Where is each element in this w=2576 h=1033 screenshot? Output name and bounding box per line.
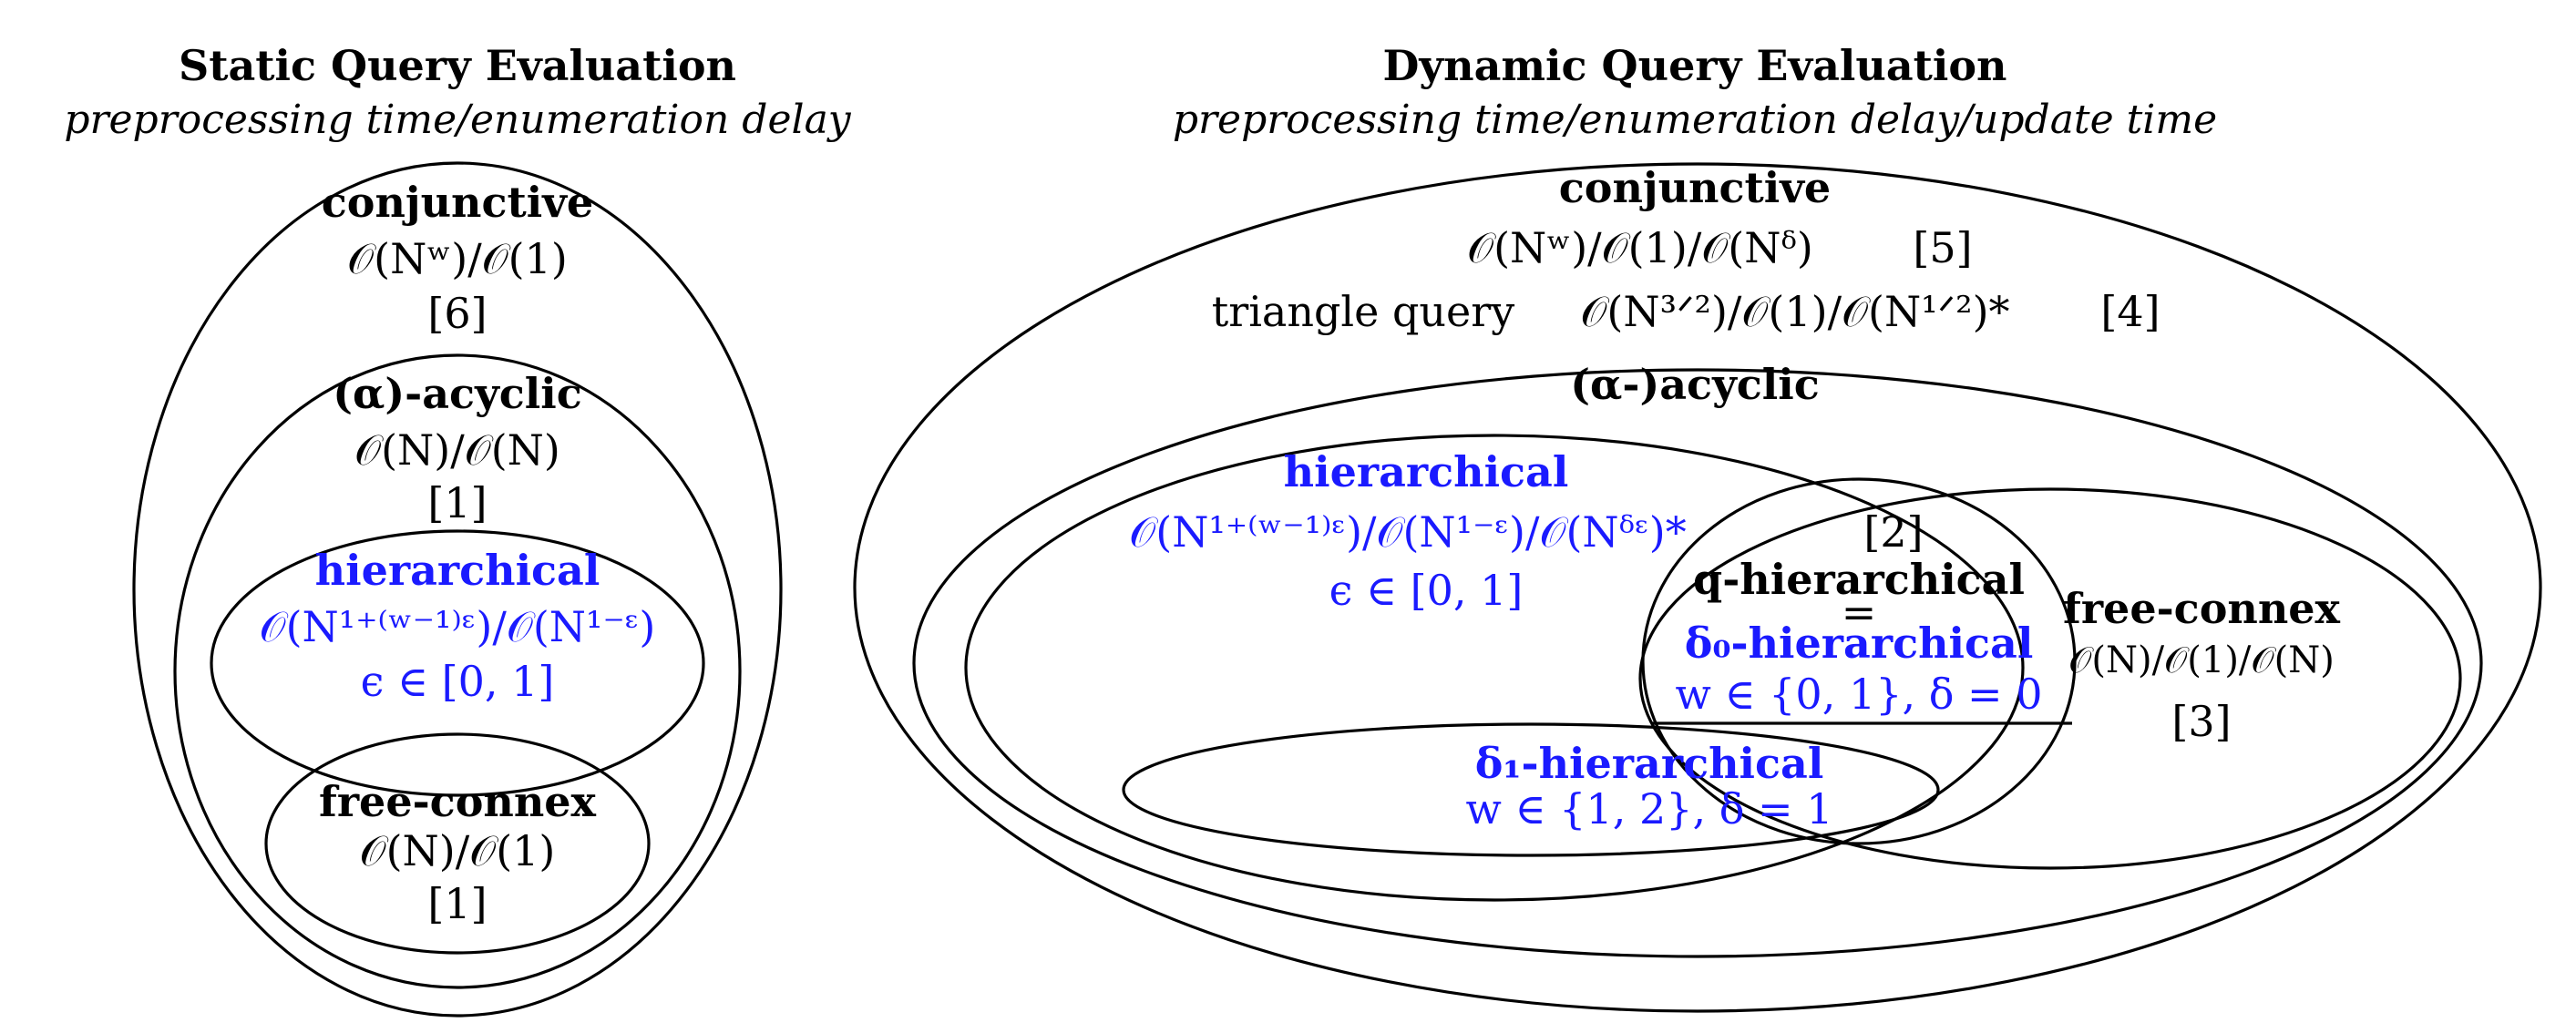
dynamic-free-connex-ref: [3] — [2171, 697, 2231, 746]
static-title: Static Query Evaluation — [179, 41, 736, 90]
static-free-connex-ref: [1] — [427, 879, 487, 928]
static-conjunctive-label: conjunctive — [322, 178, 593, 227]
dynamic-free-connex-complexity: 𝒪(N)/𝒪(1)/𝒪(N) — [2068, 639, 2335, 681]
dynamic-delta1-ellipse — [1122, 722, 1940, 857]
dynamic-q-hierarchical-label: q-hierarchical — [1693, 555, 2025, 604]
static-hierarchical-label: hierarchical — [315, 546, 600, 595]
dynamic-q-equals-sign: = — [1842, 588, 1877, 637]
dynamic-title: Dynamic Query Evaluation — [1383, 41, 2007, 90]
dynamic-hierarchical-label: hierarchical — [1284, 447, 1569, 496]
dynamic-delta0-param: w ∈ {0, 1}, δ = 0 — [1676, 670, 2043, 719]
static-conjunctive-complexity: 𝒪(Nʷ)/𝒪(1) — [347, 234, 568, 283]
dynamic-acyclic-label: (α-)acyclic — [1570, 360, 1820, 409]
static-free-connex-label: free-connex — [319, 777, 596, 826]
dynamic-triangle-ref: [4] — [2100, 287, 2160, 336]
dynamic-conjunctive-ref: [5] — [1913, 223, 1972, 272]
dynamic-panel: Dynamic Query Evaluation preprocessing t… — [853, 41, 2542, 1013]
static-conjunctive-ellipse — [132, 161, 783, 1018]
static-hierarchical-ellipse — [210, 529, 705, 797]
dynamic-conjunctive-complexity: 𝒪(Nʷ)/𝒪(1)/𝒪(Nᵟ) — [1467, 223, 1813, 272]
static-acyclic-ref: [1] — [427, 478, 487, 527]
dynamic-subtitle: preprocessing time/enumeration delay/upd… — [1173, 97, 2217, 143]
static-conjunctive-ref: [6] — [427, 289, 487, 338]
static-free-connex-ellipse — [264, 732, 651, 955]
dynamic-conjunctive-ellipse — [853, 162, 2542, 1013]
static-acyclic-label: (α)-acyclic — [333, 369, 582, 418]
static-free-connex-complexity: 𝒪(N)/𝒪(1) — [360, 826, 556, 875]
static-subtitle: preprocessing time/enumeration delay — [64, 97, 851, 143]
dynamic-hierarchical-ellipse — [964, 434, 2025, 902]
dynamic-free-connex-ellipse — [1638, 487, 2462, 870]
dynamic-q-hierarchical-ref: [2] — [1863, 507, 1923, 557]
static-acyclic-ellipse — [173, 353, 742, 989]
static-panel: Static Query Evaluation preprocessing ti… — [64, 41, 852, 1018]
dynamic-hierarchical-param: ϵ ∈ [0, 1] — [1329, 566, 1524, 615]
static-hierarchical-complexity: 𝒪(N¹⁺⁽ʷ⁻¹⁾ᵋ)/𝒪(N¹⁻ᵋ) — [260, 602, 656, 651]
dynamic-conjunctive-label: conjunctive — [1559, 163, 1831, 212]
dynamic-free-connex-label: free-connex — [2063, 584, 2340, 633]
dynamic-delta0-label: δ₀-hierarchical — [1685, 619, 2034, 668]
dynamic-q-hierarchical-ellipse — [1641, 477, 2077, 845]
dynamic-delta1-param: w ∈ {1, 2}, δ = 1 — [1466, 784, 1833, 834]
dynamic-triangle-complexity: 𝒪(N³ᐟ²)/𝒪(1)/𝒪(N¹ᐟ²)* — [1580, 287, 2009, 336]
dynamic-triangle-label: triangle query — [1212, 287, 1515, 336]
static-hierarchical-param: ϵ ∈ [0, 1] — [361, 657, 555, 706]
dynamic-hierarchical-complexity: 𝒪(N¹⁺⁽ʷ⁻¹⁾ᵋ)/𝒪(N¹⁻ᵋ)/𝒪(Nᵟᵋ)* — [1129, 507, 1686, 557]
dynamic-delta1-label: δ₁-hierarchical — [1475, 739, 1824, 788]
dynamic-acyclic-ellipse — [912, 368, 2483, 958]
static-acyclic-complexity: 𝒪(N)/𝒪(N) — [354, 425, 560, 475]
